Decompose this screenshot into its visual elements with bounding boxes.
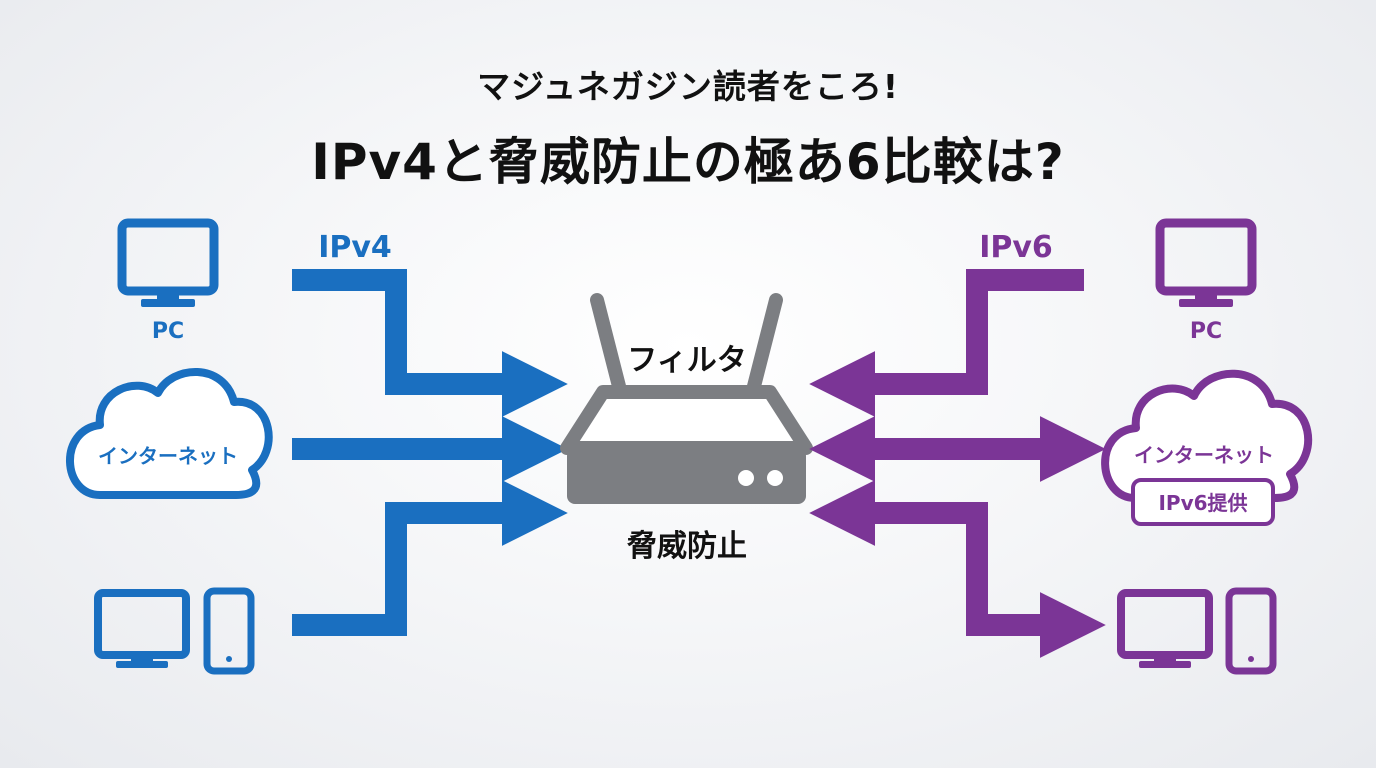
right-devices-icon [1117, 587, 1277, 675]
right-cloud-icon [1101, 369, 1313, 526]
left-cloud-icon [66, 368, 273, 499]
left-arrow-top [292, 269, 568, 417]
right-pc-label: PC [1190, 319, 1222, 344]
left-internet-label: インターネット [98, 444, 238, 468]
left-devices-icon [94, 587, 255, 675]
right-protocol-label: IPv6 [979, 230, 1053, 265]
threat-prevention-label: 脅威防止 [627, 529, 747, 564]
router-icon [560, 293, 813, 504]
left-protocol-label: IPv4 [318, 230, 392, 265]
subtitle: マジュネガジン読者をころ! [477, 67, 899, 106]
ipv6-provided-badge: IPv6提供 [1158, 491, 1247, 515]
left-pc-monitor-icon [117, 218, 219, 307]
right-arrow-bottom-bidirectional [809, 480, 1106, 658]
left-pc-label: PC [152, 319, 184, 344]
page-title: IPv4と脅威防止の極あ6比較は? [311, 133, 1065, 191]
left-arrow-bottom [292, 480, 568, 636]
right-internet-label: インターネット [1134, 443, 1274, 467]
right-arrow-top [809, 269, 1084, 417]
filter-label: フィルタ [627, 343, 746, 378]
right-pc-monitor-icon [1155, 218, 1257, 307]
